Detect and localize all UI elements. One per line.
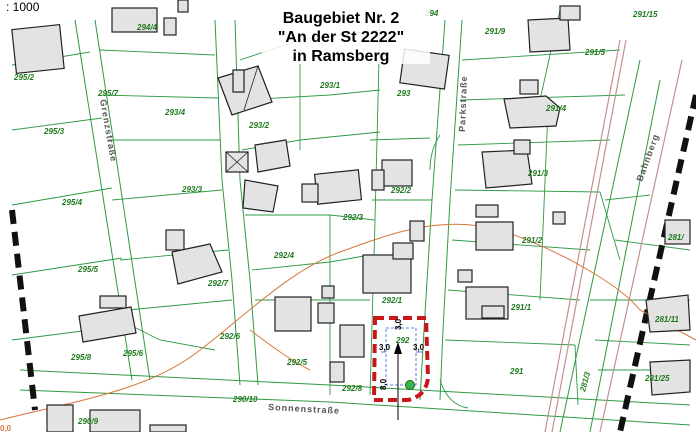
parcel-label: 293/3 <box>181 185 203 194</box>
parcel-label: 292/3 <box>342 213 364 222</box>
title-line-3: in Ramsberg <box>293 48 390 65</box>
parcel-label: 295/5 <box>77 265 99 274</box>
parcel-label: 281/ <box>667 233 684 242</box>
parcel-label: 291/9 <box>484 27 506 36</box>
parcel-label: 294 <box>424 9 439 18</box>
parcel-label: 295/3 <box>43 127 65 136</box>
street-label-sonnenstrasse: Sonnenstraße <box>268 402 340 416</box>
parcel-label: 292/2 <box>390 186 412 195</box>
dimension-bottom-left: 8,0 <box>379 378 388 390</box>
tree-icon <box>405 380 415 390</box>
street-lines <box>19 19 691 432</box>
north-arrow-icon <box>394 342 402 354</box>
parcel-label: 295/7 <box>97 89 119 98</box>
parcel-label: 294/4 <box>136 23 158 32</box>
parcel-label: 295/6 <box>122 349 144 358</box>
parcel-label: 291/3 <box>527 169 549 178</box>
parcel-label: 281/11 <box>654 315 679 324</box>
parcel-label: 293/4 <box>164 108 186 117</box>
parcel-label: 292/4 <box>273 251 295 260</box>
parcel-label: 291/4 <box>545 104 567 113</box>
parcel-label: 291/15 <box>632 10 658 19</box>
parcel-label: 292/7 <box>207 279 229 288</box>
parcel-label: 290/9 <box>77 417 99 426</box>
scale-text: : 1000 <box>6 0 40 14</box>
parcel-label: 291/5 <box>584 48 606 57</box>
carport-hatches <box>217 65 259 173</box>
parcel-label: 292/6 <box>219 332 241 341</box>
title-line-2: "An der St 2222" <box>278 29 404 46</box>
parcel-label: 281/25 <box>644 374 670 383</box>
plot-boundary <box>371 316 431 420</box>
utility-line <box>0 223 696 421</box>
street-label-grenzstrasse: Grenzstraße <box>98 99 119 163</box>
parcel-label: 292 <box>395 336 410 345</box>
railway <box>544 39 683 432</box>
parcel-label: 292/8 <box>341 384 363 393</box>
parcel-label: 293/2 <box>248 121 270 130</box>
dimension-right: 3,0 <box>413 343 425 352</box>
title-line-1: Baugebiet Nr. 2 <box>283 10 400 27</box>
parcel-label: 295/8 <box>70 353 92 362</box>
parcel-label: 291/1 <box>510 303 532 312</box>
dimension-top: 3,0 <box>394 318 403 330</box>
parcel-label: 295/4 <box>61 198 83 207</box>
parcel-label: 290/10 <box>232 395 258 404</box>
parcel-labels: 294/4 294 291/15 291/9 291/5 295/2 295/7… <box>13 9 684 426</box>
parcel-label: 291 <box>509 367 524 376</box>
street-label-parkstrasse: Parkstraße <box>457 75 469 132</box>
parcel-label: 281/3 <box>578 370 592 393</box>
parcel-label: 292/1 <box>381 296 403 305</box>
dimension-left: 3,0 <box>379 343 391 352</box>
buildings <box>11 0 691 432</box>
parcel-label: 293/1 <box>319 81 341 90</box>
parcel-label: 295/2 <box>13 73 35 82</box>
dimension-corner: 0,0 <box>0 424 12 432</box>
parcel-label: 291/2 <box>521 236 543 245</box>
parcel-label: 293 <box>396 89 411 98</box>
parcel-label: 292/5 <box>286 358 308 367</box>
scope-boundary <box>9 94 696 432</box>
